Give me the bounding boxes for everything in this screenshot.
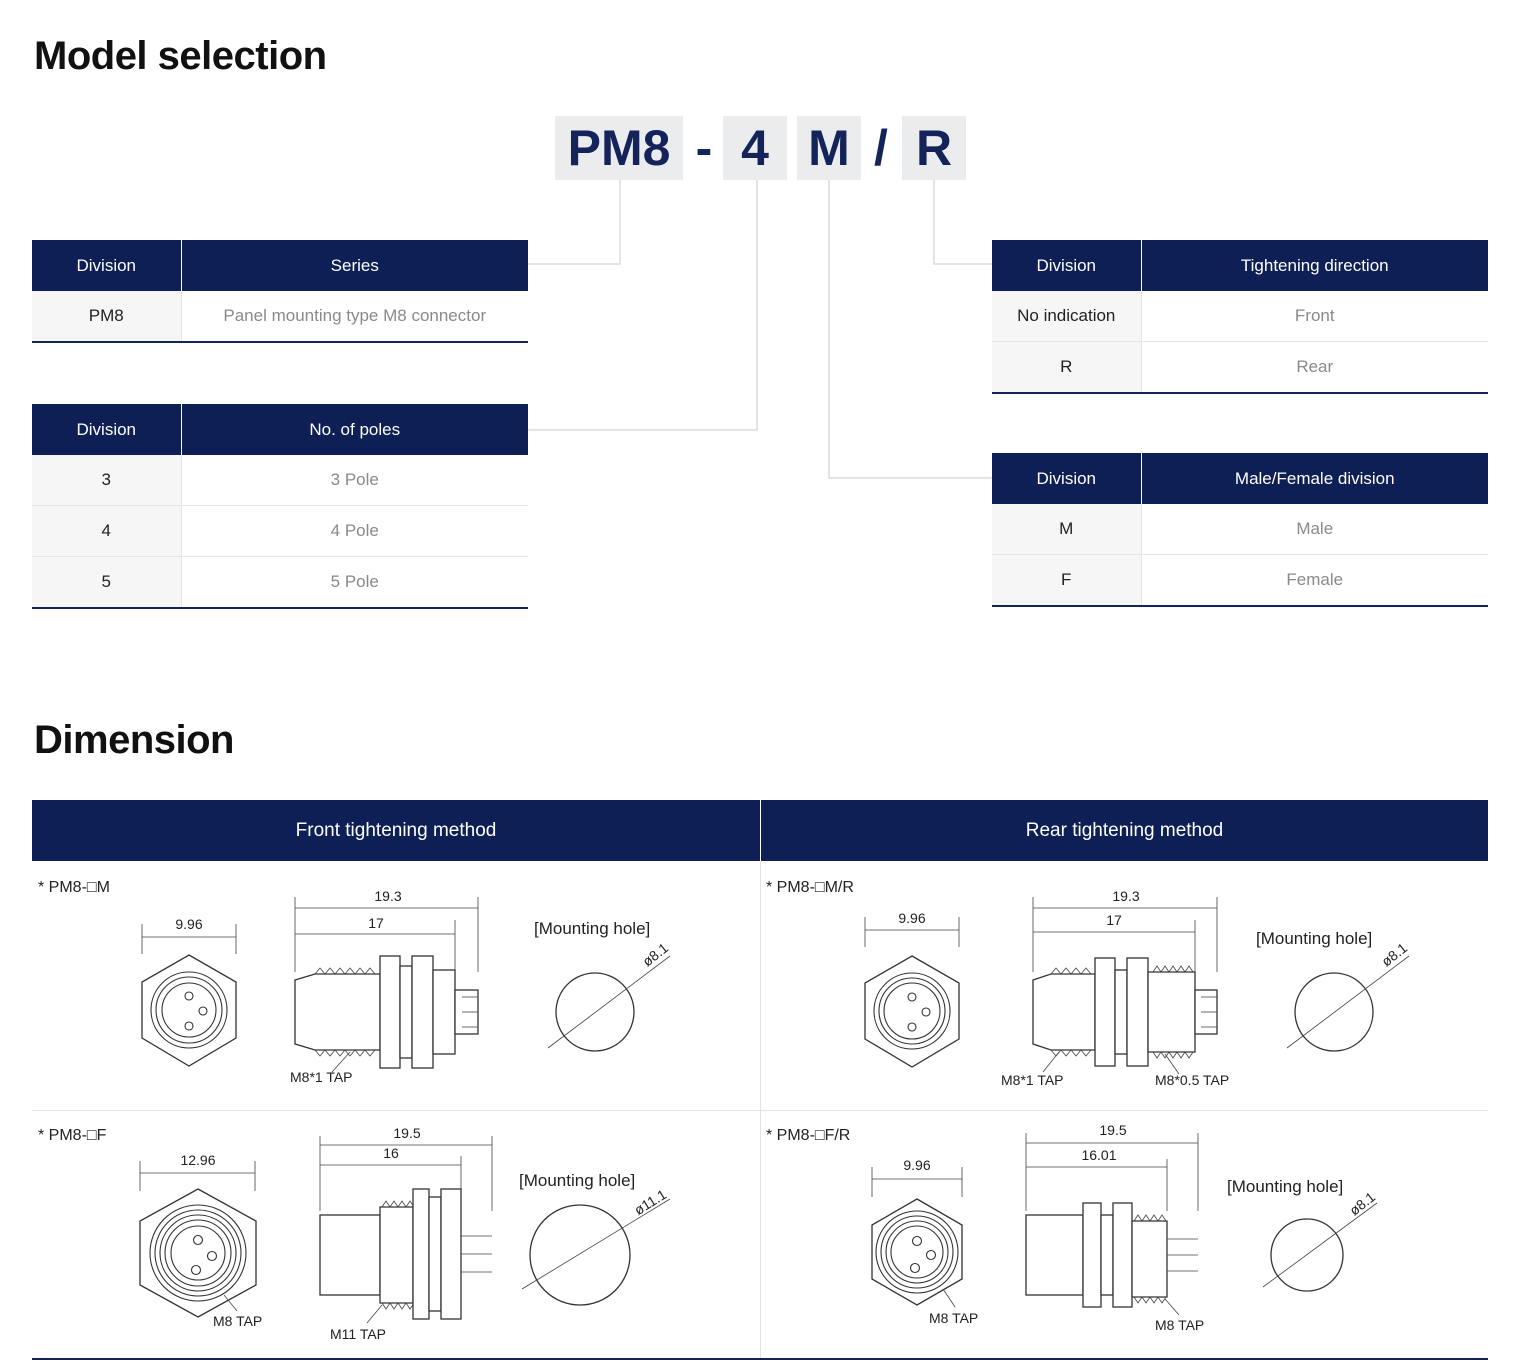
hole-diameter-dim: ø8.1 [639,939,671,969]
poles-cell-value: 5 Pole [181,556,528,609]
gender-cell-value: Female [1141,554,1488,607]
series-cell-value: Panel mounting type M8 connector [181,291,528,343]
tap-label: M8*0.5 TAP [1155,1072,1229,1088]
model-label-pm8-m-r: * PM8-□M/R [766,879,854,896]
hex-front-view: 12.96 M8 TAP [139,1152,262,1329]
drawing-pm8-m-r: 9.96 19.3 17 M8*1 TAP M8*0.5 TAP ø8.1 [864,888,1410,1088]
hex-front-view: 9.96 [864,910,960,1068]
side-view: 19.5 16.01 M8 TAP [1025,1122,1204,1333]
body-length-dim: 16 [383,1145,399,1161]
tap-label: M11 TAP [330,1326,386,1342]
row-divider [32,1110,1488,1111]
table-row: PM8 Panel mounting type M8 connector [32,291,528,343]
mounting-hole-drawing: ø8.1 [1286,939,1410,1052]
direction-header-direction: Tightening direction [1140,240,1488,291]
table-row: 5 5 Pole [32,556,528,609]
mounting-hole-drawing: ø8.1 [1262,1188,1378,1292]
total-length-dim: 19.5 [393,1125,420,1141]
direction-cell-value: Rear [1141,341,1488,394]
drawing-pm8-f: 12.96 M8 TAP 19.5 16 M11 TAP ø11.1 [139,1125,671,1342]
code-slash: / [874,120,888,176]
direction-cell-division: R [992,341,1142,394]
model-selection-heading: Model selection [34,34,327,78]
gender-cell-division: M [992,504,1142,555]
code-dash: - [695,120,713,176]
hex-width-dim: 9.96 [898,910,925,926]
direction-header-division: Division [992,240,1141,291]
mounting-hole-drawing: ø8.1 [547,939,671,1052]
tap-label: M8 TAP [1155,1317,1204,1333]
poles-cell-division: 3 [32,455,182,506]
mounting-hole-label: [Mounting hole] [1227,1177,1344,1196]
table-row: F Female [992,554,1488,607]
hex-width-dim: 9.96 [175,916,202,932]
drawing-pm8-m: 9.96 19.3 17 M8*1 TAP ø8.1 [141,888,671,1085]
hole-diameter-dim: ø8.1 [1378,939,1410,969]
series-cell-division: PM8 [32,291,182,343]
hex-width-dim: 12.96 [180,1152,215,1168]
rear-method-header: Rear tightening method [761,800,1488,861]
table-bottom-border [32,1358,1488,1360]
direction-table: Division Tightening direction No indicat… [992,240,1488,394]
tap-label: M8*1 TAP [290,1069,353,1085]
mounting-hole-label: [Mounting hole] [519,1171,636,1190]
poles-cell-division: 4 [32,505,182,557]
series-header-series: Series [180,240,528,291]
total-length-dim: 19.3 [1112,888,1139,904]
table-row: No indication Front [992,291,1488,342]
connector-lines [528,180,992,479]
poles-cell-value: 4 Pole [181,505,528,557]
table-row: 3 3 Pole [32,455,528,506]
code-direction-box: R [902,116,966,180]
poles-cell-value: 3 Pole [181,455,528,506]
body-length-dim: 17 [1106,912,1122,928]
hex-width-dim: 9.96 [903,1157,930,1173]
model-label-pm8-f: * PM8-□F [38,1127,107,1144]
mounting-hole-label: [Mounting hole] [1256,929,1373,948]
series-header-division: Division [32,240,181,291]
model-label-pm8-f-r: * PM8-□F/R [766,1127,851,1144]
hex-front-view: 9.96 M8 TAP [871,1157,978,1326]
table-row: 4 4 Pole [32,505,528,557]
hole-diameter-dim: ø11.1 [631,1186,669,1218]
side-view: 19.3 17 M8*1 TAP M8*0.5 TAP [1001,888,1229,1088]
side-view: 19.3 17 M8*1 TAP [290,888,479,1085]
drawing-pm8-f-r: 9.96 M8 TAP 19.5 16.01 M8 TAP ø8.1 [871,1122,1378,1333]
series-table: Division Series PM8 Panel mounting type … [32,240,528,343]
table-row: R Rear [992,341,1488,394]
code-poles-box: 4 [723,116,787,180]
poles-header-poles: No. of poles [180,404,528,455]
gender-cell-division: F [992,554,1142,607]
gender-header-gender: Male/Female division [1140,453,1488,504]
tap-label: M8*1 TAP [1001,1072,1064,1088]
code-gender-box: M [797,116,861,180]
front-method-header: Front tightening method [32,800,760,861]
mounting-hole-drawing: ø11.1 [521,1186,671,1306]
hex-front-view: 9.96 [141,916,237,1067]
direction-cell-value: Front [1141,291,1488,342]
total-length-dim: 19.5 [1099,1122,1126,1138]
model-label-pm8-m: * PM8-□M [38,879,110,896]
total-length-dim: 19.3 [374,888,401,904]
tap-label: M8 TAP [213,1313,262,1329]
tap-label: M8 TAP [929,1310,978,1326]
gender-table: Division Male/Female division M Male F F… [992,453,1488,607]
dimension-heading: Dimension [34,718,234,762]
direction-cell-division: No indication [992,291,1142,342]
mounting-hole-label: [Mounting hole] [534,919,651,938]
side-view: 19.5 16 M11 TAP [319,1125,493,1342]
table-row: M Male [992,504,1488,555]
gender-header-division: Division [992,453,1141,504]
code-series-box: PM8 [555,116,683,180]
poles-cell-division: 5 [32,556,182,609]
body-length-dim: 16.01 [1081,1147,1116,1163]
body-length-dim: 17 [368,915,384,931]
poles-header-division: Division [32,404,181,455]
gender-cell-value: Male [1141,504,1488,555]
poles-table: Division No. of poles 3 3 Pole 4 4 Pole … [32,404,528,609]
